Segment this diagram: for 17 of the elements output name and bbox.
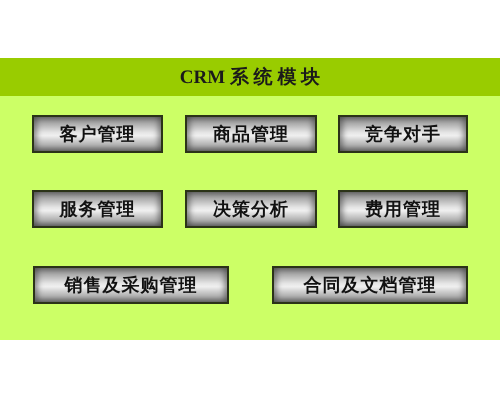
module-button	[338, 190, 468, 228]
module-label: 服务管理	[60, 198, 136, 221]
title-banner: CRM 系 统 模 块	[0, 58, 500, 96]
module-button	[338, 115, 468, 153]
module-label: 客户管理	[60, 123, 136, 146]
module-label: 商品管理	[213, 123, 289, 146]
module-label: 决策分析	[213, 198, 289, 221]
module-button	[32, 115, 163, 153]
module-button	[33, 266, 229, 304]
module-button	[185, 115, 317, 153]
module-label: 销售及采购管理	[64, 274, 198, 297]
module-button	[272, 266, 468, 304]
module-label: 合同及文档管理	[304, 274, 436, 297]
module-button	[32, 190, 163, 228]
module-label: 竞争对手	[365, 123, 441, 146]
module-button	[185, 190, 317, 228]
module-label: 费用管理	[365, 198, 441, 221]
